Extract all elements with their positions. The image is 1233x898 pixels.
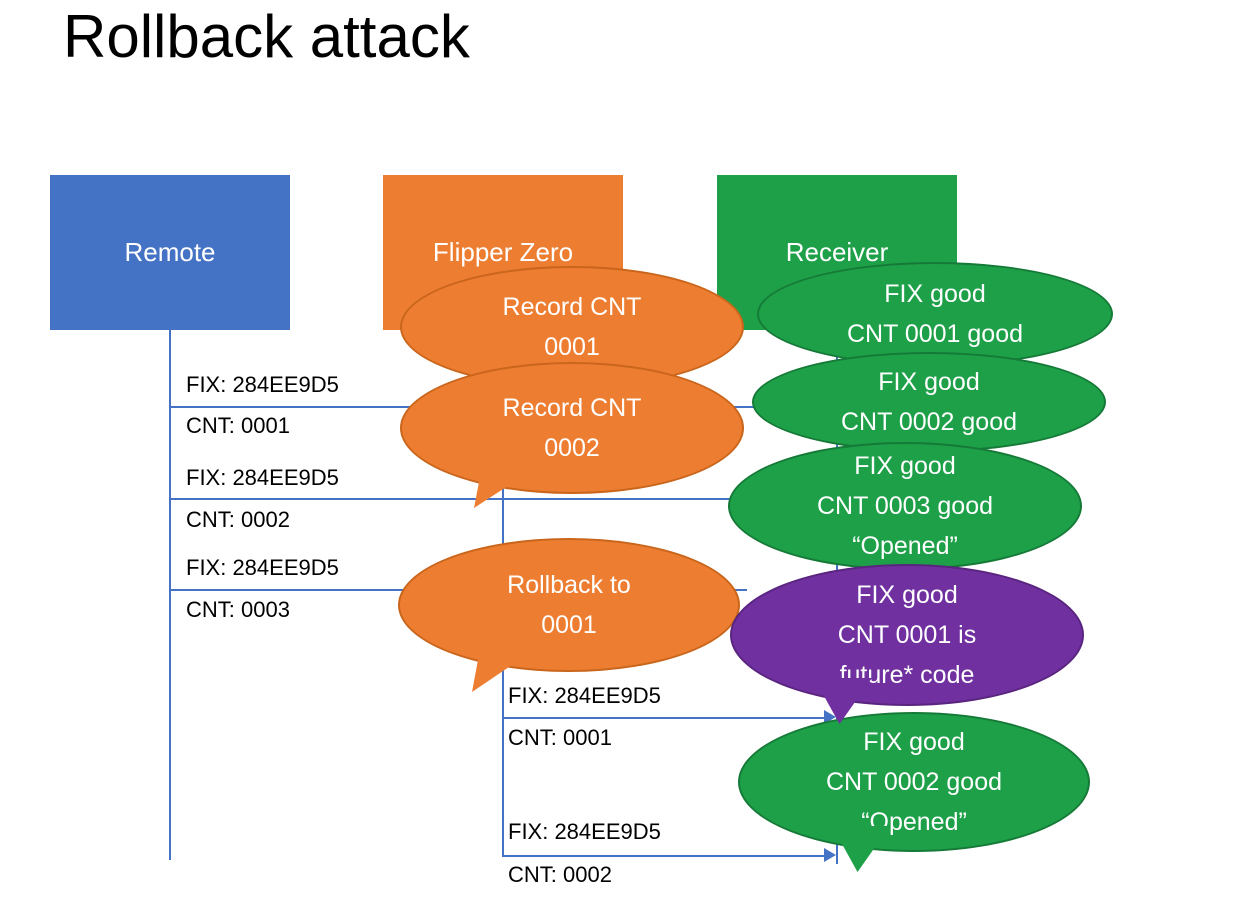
slide-title: Rollback attack [63, 3, 470, 70]
speech-bubble-fix-cnt-0003-good-opened: FIX good CNT 0003 good “Opened” [728, 442, 1082, 570]
bubble-text-line: FIX good [856, 581, 958, 609]
speech-bubble-fix-cnt-0002-good: FIX good CNT 0002 good [752, 352, 1106, 452]
bubble-text-line: CNT 0002 good [840, 408, 1018, 436]
speech-bubble-rollback-to-0001: Rollback to 0001 [398, 538, 740, 692]
bubble-text-line: CNT 0003 good [816, 492, 994, 520]
message-label-cnt: CNT: 0002 [186, 507, 290, 532]
bubble-text-line: Record CNT [502, 293, 642, 321]
speech-bubble-fix-cnt-0002-good-opened: FIX good CNT 0002 good “Opened” [738, 712, 1090, 872]
bubble-text-line: FIX good [863, 728, 965, 756]
speech-bubble-record-cnt-0002: Record CNT 0002 [400, 362, 744, 508]
message-line [503, 855, 825, 857]
message-label-fix: FIX: 284EE9D5 [508, 819, 661, 844]
message-line [170, 498, 762, 500]
bubble-text-line: FIX good [884, 280, 986, 308]
bubble-text-line: CNT 0002 good [825, 768, 1003, 796]
message-label-fix: FIX: 284EE9D5 [186, 555, 339, 580]
lifeline-remote [169, 330, 171, 860]
bubble-text-line: “Opened” [852, 532, 958, 560]
actor-label-receiver: Receiver [785, 237, 889, 267]
actor-label-remote: Remote [124, 237, 216, 267]
message-label-fix: FIX: 284EE9D5 [186, 465, 339, 490]
bubble-text-line: CNT 0001 is [837, 621, 977, 649]
message-label-cnt: CNT: 0002 [508, 862, 612, 887]
bubble-text-line: Rollback to [507, 571, 631, 599]
bubble-text-line: 0001 [544, 333, 600, 361]
speech-bubble-fix-cnt-0001-good: FIX good CNT 0001 good [757, 262, 1113, 366]
message-line [503, 717, 825, 719]
bubble-text-line: CNT 0001 good [846, 320, 1024, 348]
bubble-text-line: 0002 [544, 434, 600, 462]
speech-bubble-cnt-0001-future-code: FIX good CNT 0001 is future* code [730, 564, 1084, 724]
actor-box-remote: Remote [50, 175, 290, 330]
bubble-text-line: Record CNT [502, 394, 642, 422]
message-label-cnt: CNT: 0001 [186, 413, 290, 438]
bubble-tail [832, 826, 890, 872]
bubble-text-line: FIX good [854, 452, 956, 480]
actor-label-flipper-zero: Flipper Zero [432, 237, 574, 267]
bubble-text-line: 0001 [541, 611, 597, 639]
message-label-fix: FIX: 284EE9D5 [508, 683, 661, 708]
message-label-cnt: CNT: 0001 [508, 725, 612, 750]
arrow-right-icon [824, 848, 836, 862]
bubble-text-line: FIX good [878, 368, 980, 396]
message-label-fix: FIX: 284EE9D5 [186, 372, 339, 397]
message-label-cnt: CNT: 0003 [186, 597, 290, 622]
